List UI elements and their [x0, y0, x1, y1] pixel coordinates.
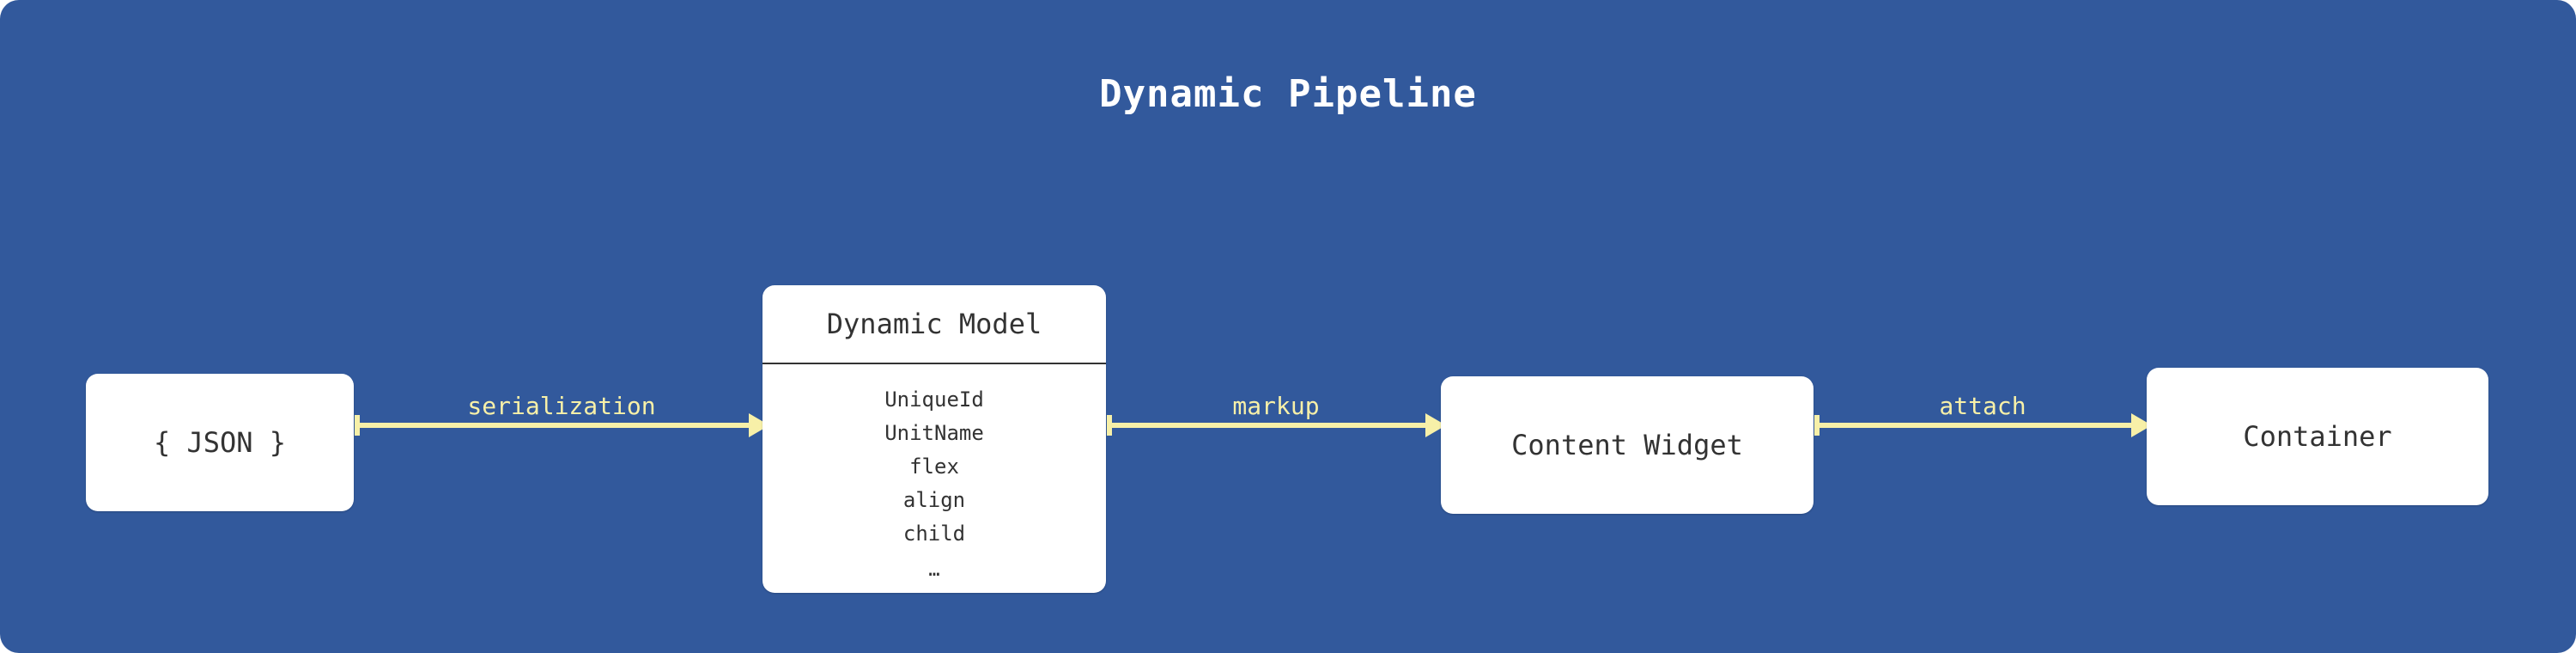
model-field-uniqueid: UniqueId [884, 388, 984, 412]
model-field-align: align [902, 487, 966, 512]
edge-serialization: serialization [354, 392, 769, 442]
node-json[interactable]: { JSON } [86, 374, 354, 511]
edge-markup-label: markup [1232, 392, 1320, 420]
node-content-widget-label: Content Widget [1511, 429, 1743, 461]
page-title: Dynamic Pipeline [1099, 72, 1477, 116]
node-container-label: Container [2243, 420, 2392, 453]
node-container[interactable]: Container [2147, 368, 2488, 505]
model-field-flex: flex [909, 454, 959, 479]
node-dynamic-model[interactable]: Dynamic Model UniqueId UnitName flex ali… [762, 285, 1106, 593]
model-field-unitname: UnitName [884, 420, 984, 445]
edge-serialization-label: serialization [467, 392, 656, 420]
edge-markup: markup [1106, 392, 1446, 442]
edge-attach-label: attach [1939, 392, 2026, 420]
edge-serialization-arrow [355, 413, 769, 437]
model-field-child: child [902, 521, 966, 546]
node-dynamic-model-title: Dynamic Model [762, 285, 1106, 364]
edge-attach-arrow [1814, 413, 2152, 437]
model-field-ellipsis: … [928, 559, 940, 582]
node-json-label: { JSON } [153, 426, 287, 459]
edge-attach: attach [1814, 392, 2152, 442]
node-content-widget[interactable]: Content Widget [1441, 376, 1814, 514]
edge-markup-arrow [1107, 413, 1446, 437]
node-dynamic-model-fields: UniqueId UnitName flex align child … [762, 364, 1106, 586]
